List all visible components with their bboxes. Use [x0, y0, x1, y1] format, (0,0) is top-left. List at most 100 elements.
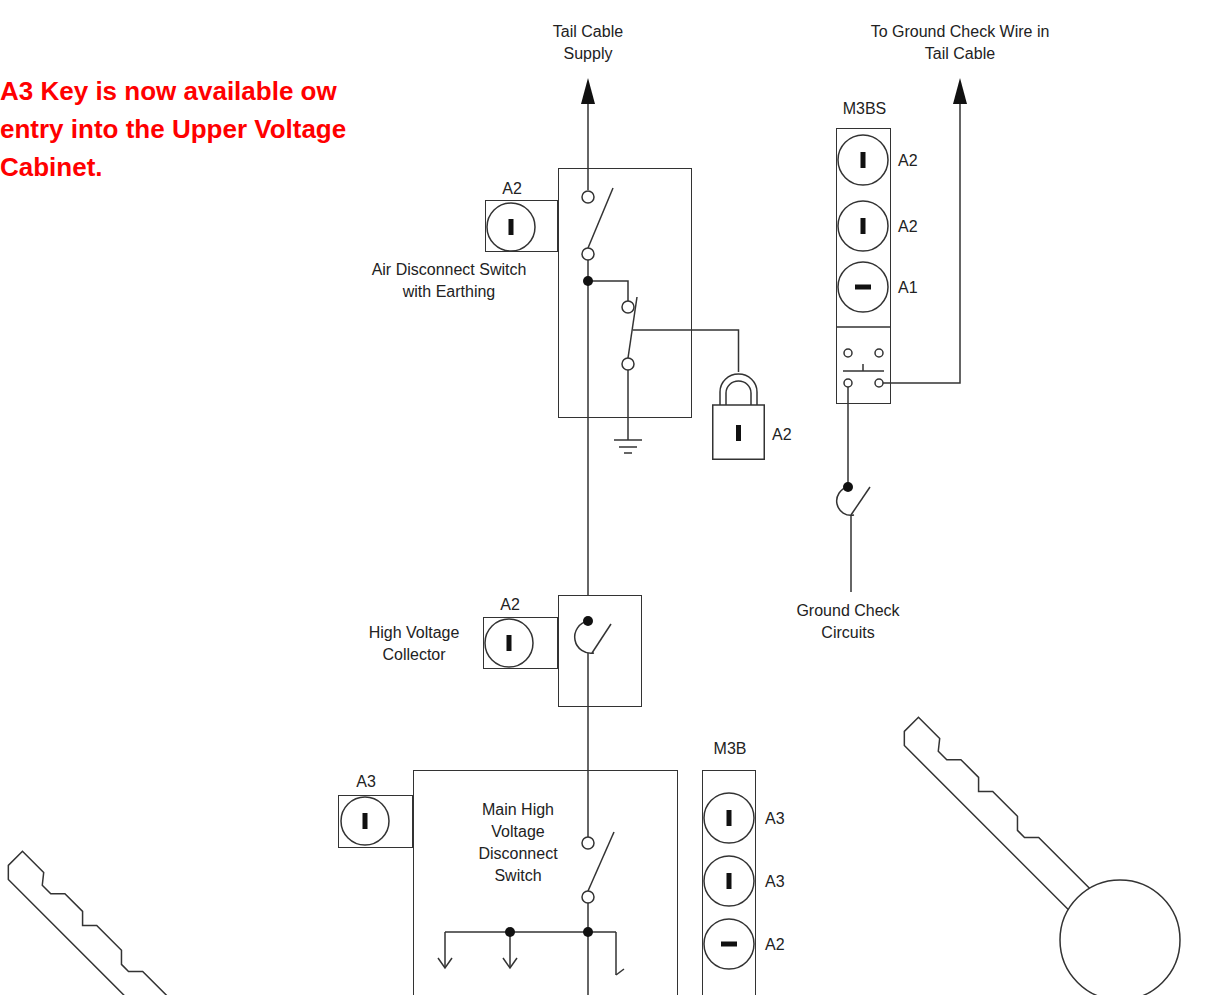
- junction-dot: [583, 276, 593, 286]
- key-lock: [704, 793, 754, 843]
- box-label: A3: [765, 871, 795, 893]
- box-label: A2: [494, 594, 526, 616]
- padlock-shackle: [720, 374, 757, 406]
- wire: [850, 515, 852, 592]
- wire: [587, 770, 589, 837]
- junction-dot: [583, 927, 593, 937]
- wire: [616, 969, 624, 975]
- ground-symbol: [614, 439, 642, 441]
- contact: [844, 349, 852, 357]
- box-label: Air Disconnect Switch with Earthing: [359, 259, 539, 303]
- key-lock-box: A3: [338, 795, 413, 848]
- arrow-head: [953, 78, 967, 104]
- contact-bar: [862, 364, 864, 371]
- terminal: [582, 191, 594, 203]
- key-lock: [485, 619, 533, 667]
- key-bar: [727, 873, 732, 889]
- circuit-label: Ground Check Circuits: [783, 600, 913, 644]
- padlock-body: [713, 405, 765, 459]
- terminal: [582, 837, 594, 849]
- note-text: A3 Key is now available ow entry into th…: [0, 72, 370, 186]
- terminal: [622, 301, 634, 313]
- key-lock: [704, 919, 754, 969]
- key-lock: [838, 201, 888, 251]
- padlock-outline: [712, 372, 765, 460]
- key-illustration: [865, 685, 1204, 995]
- key-bar: [509, 219, 514, 235]
- key-lock: [838, 135, 888, 185]
- mechanical-link: [633, 329, 692, 331]
- disconnect-box: Main High Voltage Disconnect Switch: [413, 770, 678, 995]
- switch-blade: [588, 832, 614, 891]
- wire: [587, 100, 589, 190]
- box-label: A2: [765, 934, 795, 956]
- key-lock-box: A2: [485, 200, 558, 252]
- arrow-head: [581, 78, 595, 104]
- terminal: [622, 358, 634, 370]
- wire: [509, 932, 511, 968]
- key-bar: [861, 152, 866, 168]
- key-bar: [507, 635, 512, 651]
- junction-dot: [505, 927, 515, 937]
- key-lock-box: A2: [483, 617, 558, 669]
- divider: [836, 326, 891, 328]
- key-lock: [704, 856, 754, 906]
- contact: [875, 349, 883, 357]
- collector-symbol: [575, 621, 594, 653]
- key-bar: [727, 810, 732, 826]
- box-label: A1: [898, 277, 928, 299]
- box-label: A3: [350, 771, 382, 793]
- wire: [847, 387, 849, 487]
- collector-box: High Voltage Collector: [558, 595, 642, 707]
- switch-blade: [588, 188, 613, 248]
- key-bar: [721, 942, 737, 947]
- wire: [588, 281, 628, 301]
- wire-connector: [587, 418, 589, 595]
- padlock: A2: [712, 372, 765, 460]
- padlock-shackle: [726, 381, 751, 406]
- box-heading: M3BS: [829, 98, 900, 120]
- wire: [615, 932, 617, 975]
- key-bar: [363, 813, 368, 829]
- wire: [587, 903, 589, 995]
- wire: [883, 100, 960, 383]
- ground-symbol: [624, 452, 632, 454]
- box-label: A2: [772, 424, 802, 446]
- ground-check-symbol: [851, 487, 870, 515]
- terminal: [582, 248, 594, 260]
- wire: [587, 653, 589, 707]
- contact: [844, 379, 852, 387]
- wire-connector: [692, 330, 739, 372]
- key-bar: [861, 218, 866, 234]
- box-label: A2: [898, 216, 928, 238]
- key-bank-box: M3BA3A3A2: [702, 770, 756, 995]
- box-label: Main High Voltage Disconnect Switch: [464, 799, 572, 887]
- key-illustration: [0, 819, 309, 995]
- key-lock: [341, 797, 389, 845]
- box-heading: M3B: [701, 738, 759, 760]
- wire: [444, 932, 446, 968]
- box-label: High Voltage Collector: [359, 622, 469, 666]
- arrow-head: [438, 958, 452, 968]
- key-bank-box: M3BSA2A2A1: [836, 128, 891, 404]
- junction-dot: [583, 616, 593, 626]
- ground-check-symbol: [837, 487, 854, 515]
- supply-label: Tail Cable Supply: [528, 21, 648, 65]
- key-bar: [855, 285, 871, 290]
- ground-symbol: [619, 446, 637, 448]
- contact: [875, 379, 883, 387]
- terminal: [582, 891, 594, 903]
- arrow-head: [503, 958, 517, 968]
- junction-dot: [843, 482, 853, 492]
- ground-check-label: To Ground Check Wire in Tail Cable: [870, 21, 1050, 65]
- earth-switch-blade: [628, 297, 637, 358]
- collector-symbol: [592, 624, 611, 653]
- box-label: A3: [765, 808, 795, 830]
- wire: [627, 370, 629, 440]
- wire-connector: [587, 707, 589, 770]
- box-label: A2: [898, 150, 928, 172]
- switch-box: Air Disconnect Switch with Earthing: [558, 168, 692, 418]
- key-lock: [838, 262, 888, 312]
